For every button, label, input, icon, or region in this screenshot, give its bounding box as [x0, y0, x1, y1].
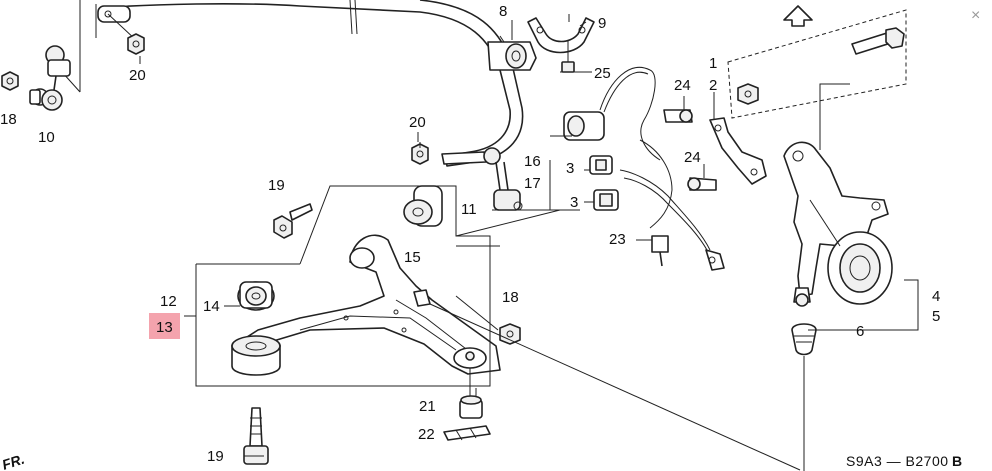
stabilizer-link-left	[29, 0, 81, 111]
stabilizer-link-right	[411, 143, 523, 211]
callout-24-lower[interactable]: 24	[684, 149, 701, 166]
bolt-25	[560, 40, 576, 73]
bolt-19-upper	[273, 203, 313, 239]
callout-17[interactable]: 17	[524, 175, 541, 192]
dust-boot-6	[791, 323, 817, 356]
callout-13[interactable]: 13	[156, 319, 173, 336]
callout-14[interactable]: 14	[203, 298, 220, 315]
bolt-24-lower	[687, 177, 717, 191]
callout-2[interactable]: 2	[709, 77, 717, 94]
callout-16[interactable]: 16	[524, 153, 541, 170]
bolt-top-right	[851, 27, 905, 55]
callout-24-upper[interactable]: 24	[674, 77, 691, 94]
callout-5[interactable]: 5	[932, 308, 940, 325]
callout-6[interactable]: 6	[856, 323, 864, 340]
bolt-24-upper	[663, 109, 693, 123]
stabilizer-bar	[97, 0, 524, 167]
callout-12[interactable]: 12	[160, 293, 177, 310]
drawing-code: S9A3 — B2700	[846, 453, 949, 469]
callout-18-left[interactable]: 18	[0, 111, 17, 128]
lower-arm	[235, 234, 501, 375]
bracket-1	[709, 117, 767, 185]
callout-9[interactable]: 9	[598, 15, 606, 32]
bushing-15	[403, 185, 443, 227]
callout-21[interactable]: 21	[419, 398, 436, 415]
bolt-23	[651, 235, 669, 267]
callout-20-mid[interactable]: 20	[409, 114, 426, 131]
nut-21	[459, 368, 483, 419]
callout-19-lower[interactable]: 19	[207, 448, 224, 465]
callout-23[interactable]: 23	[609, 231, 626, 248]
callout-22[interactable]: 22	[418, 426, 435, 443]
callout-3-upper[interactable]: 3	[566, 160, 574, 177]
drawing-code-suffix: B	[952, 453, 963, 469]
callout-3-lower[interactable]: 3	[570, 194, 578, 211]
bracket-9	[527, 14, 595, 54]
bushing-8	[487, 35, 537, 71]
close-icon[interactable]: ×	[971, 7, 980, 24]
front-marker: FR.	[0, 451, 26, 471]
bushing-13	[231, 335, 281, 376]
callout-18-mid[interactable]: 18	[502, 289, 519, 306]
abs-sensor-harness	[563, 66, 725, 271]
grommet-3-lower	[593, 189, 619, 211]
leader-lines	[95, 4, 919, 471]
callout-19-upper[interactable]: 19	[268, 177, 285, 194]
nut-18-mid	[499, 323, 521, 345]
callout-25[interactable]: 25	[594, 65, 611, 82]
nut-top-right	[737, 83, 759, 105]
callout-4[interactable]: 4	[932, 288, 940, 305]
knuckle	[783, 141, 893, 307]
callout-8[interactable]: 8	[499, 3, 507, 20]
callout-labels: 1 2 3 3 4 5 6 8 9 10 11 12 13 14 15 16 1…	[0, 3, 940, 465]
nut-18-left	[1, 71, 19, 91]
callout-1[interactable]: 1	[709, 55, 717, 72]
callout-11[interactable]: 11	[461, 201, 477, 218]
up-arrow-icon	[783, 5, 813, 27]
bushing-14	[237, 281, 275, 311]
callout-13-highlight	[149, 313, 180, 339]
grommet-3-upper	[589, 155, 613, 175]
callout-10[interactable]: 10	[38, 129, 55, 146]
bolt-19-lower	[243, 407, 269, 465]
cotter-pin-22	[443, 425, 491, 441]
callout-20-top[interactable]: 20	[129, 67, 146, 84]
callout-15[interactable]: 15	[404, 249, 421, 266]
nut-20-top	[107, 13, 145, 55]
